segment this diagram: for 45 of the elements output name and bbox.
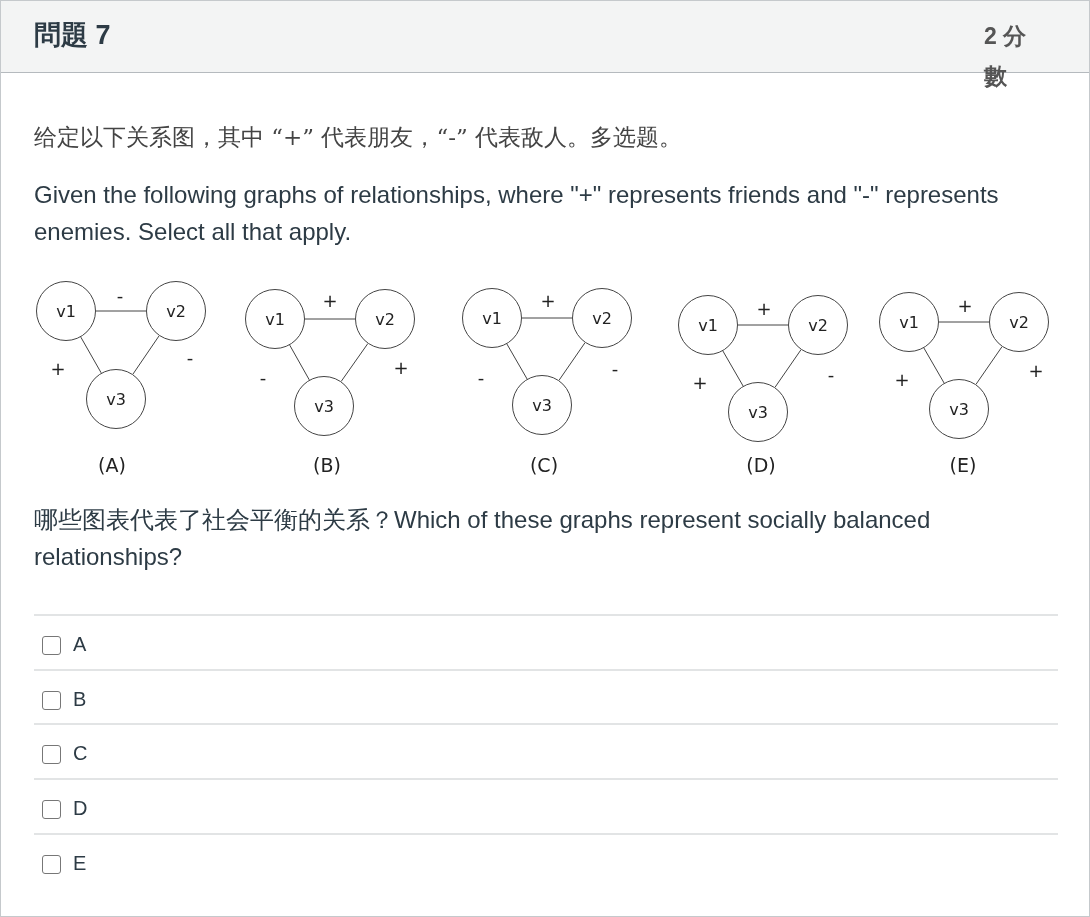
edge-line bbox=[737, 324, 789, 326]
edge-line bbox=[923, 347, 945, 384]
edge-line bbox=[95, 310, 147, 312]
edge-line bbox=[521, 317, 573, 319]
edge-line bbox=[289, 344, 310, 381]
graph-caption: (E) bbox=[949, 453, 977, 477]
graph-caption: (D) bbox=[746, 453, 776, 477]
graph-caption: (C) bbox=[529, 453, 559, 477]
question-text: 哪些图表代表了社会平衡的关系？Which of these graphs represent socially balanced relationships? bbox=[34, 505, 932, 572]
graph-node-circle: v3 bbox=[929, 379, 989, 439]
graph-node-circle: v3 bbox=[86, 369, 146, 429]
graph-node-circle: v2 bbox=[572, 288, 632, 348]
graph-caption: (B) bbox=[313, 453, 341, 477]
edge-line bbox=[938, 321, 990, 323]
edge-line bbox=[506, 343, 528, 380]
edge-line bbox=[774, 349, 802, 388]
option-label: E bbox=[73, 851, 87, 875]
graph-node-circle: v3 bbox=[728, 382, 788, 442]
option-label: D bbox=[73, 796, 88, 820]
option-label: A bbox=[73, 632, 87, 656]
graph-caption: (A) bbox=[98, 453, 126, 477]
graph-node-circle: v1 bbox=[36, 281, 96, 341]
instruction-text: 给定以下关系图，其中 “+” 代表朋友，“-” 代表敌人。多选题。 bbox=[34, 123, 683, 152]
graph-node-circle: v1 bbox=[462, 288, 522, 348]
graph-node-circle: v1 bbox=[879, 292, 939, 352]
instruction-text: Given the following graphs of relationships, where "+" represents friends and "-" represents enemies. Select all that apply. bbox=[34, 180, 1000, 247]
edge-line bbox=[80, 336, 102, 374]
edge-line bbox=[975, 346, 1003, 385]
edge-line bbox=[558, 342, 586, 381]
option-label: C bbox=[73, 741, 88, 765]
graph-node-circle: v2 bbox=[788, 295, 848, 355]
graph-node-circle: v2 bbox=[355, 289, 415, 349]
points-label: 2 分數 bbox=[984, 22, 1028, 91]
graph-node-circle: v1 bbox=[678, 295, 738, 355]
graph-node-circle: v2 bbox=[989, 292, 1049, 352]
option-label: B bbox=[73, 687, 87, 711]
question-title: 問題 7 bbox=[34, 19, 111, 52]
graph-node-circle: v3 bbox=[512, 375, 572, 435]
graph-node-circle: v2 bbox=[146, 281, 206, 341]
graph-node-circle: v1 bbox=[245, 289, 305, 349]
edge-line bbox=[132, 335, 160, 375]
graph-node-circle: v3 bbox=[294, 376, 354, 436]
edge-line bbox=[304, 318, 356, 320]
edge-line bbox=[722, 350, 744, 387]
edge-line bbox=[340, 343, 369, 382]
